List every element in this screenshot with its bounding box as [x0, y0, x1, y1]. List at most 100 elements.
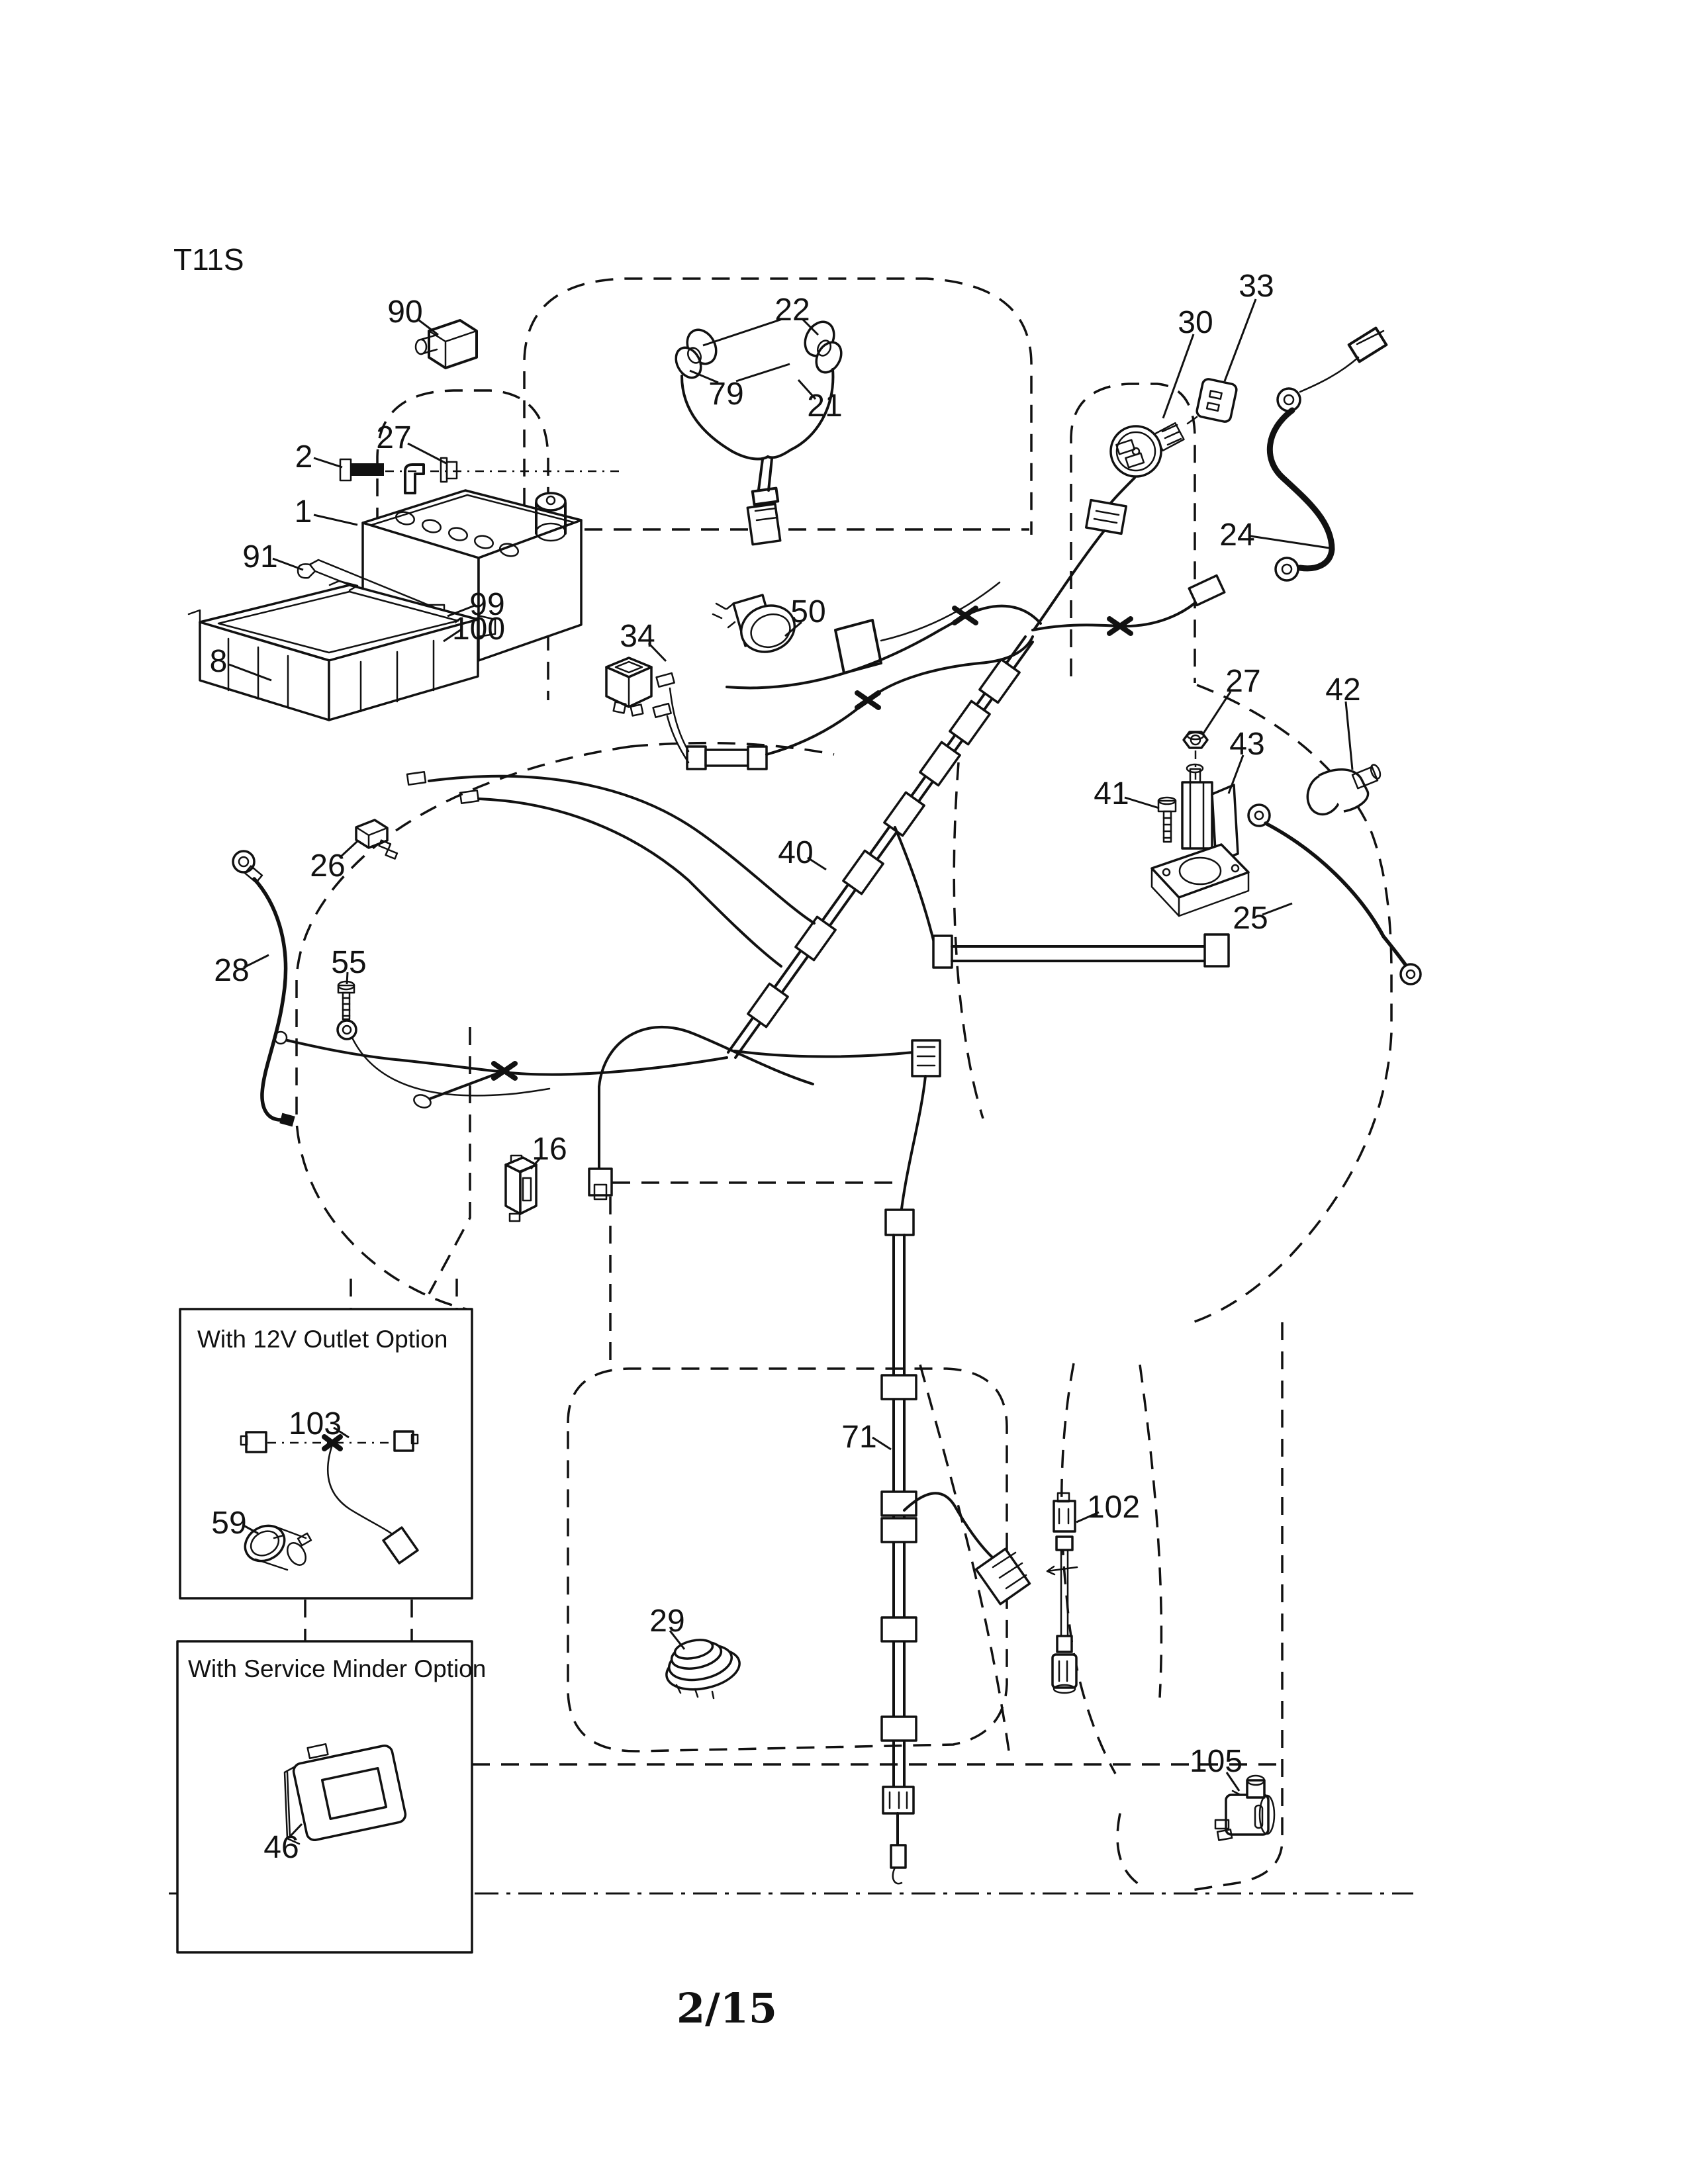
- page-number: 2/15: [677, 1984, 777, 2032]
- service-minder-46-drawing: [283, 1743, 407, 1845]
- relay-90-drawing: [414, 319, 478, 369]
- leader-line-24-6: [1250, 535, 1330, 549]
- dash-panel-outline: [1070, 383, 1196, 683]
- headlight-harness-drawing: [675, 320, 843, 546]
- callout-103-26: 103: [289, 1406, 342, 1441]
- callout-100-12: 100: [452, 612, 505, 647]
- fender-outline-right: [1192, 684, 1393, 1324]
- leader-line-71-29: [872, 1436, 892, 1451]
- leader-line-59-27: [243, 1524, 259, 1535]
- battery-nut-27-drawing: [440, 457, 458, 483]
- terminal-boot-42-drawing: [1306, 764, 1382, 816]
- machine-outlines: [169, 277, 1413, 1895]
- callout-24-6: 24: [1219, 518, 1254, 553]
- leader-line-40-21: [807, 856, 827, 871]
- callout-41-19: 41: [1094, 776, 1129, 811]
- callout-42-17: 42: [1325, 672, 1360, 707]
- callout-8-13: 8: [210, 644, 228, 679]
- callout-105-32: 105: [1190, 1744, 1243, 1779]
- callout-21-3: 21: [807, 388, 842, 424]
- leader-line-41-19: [1124, 796, 1160, 809]
- ground-cable-28-drawing: [232, 850, 295, 1127]
- splice-marks: [322, 606, 1133, 1451]
- callout-50-15: 50: [790, 594, 825, 629]
- callout-28-23: 28: [214, 953, 249, 988]
- connector-dashes-1: [304, 1279, 458, 1641]
- callout-2-7: 2: [295, 439, 313, 475]
- leader-line-46-31: [288, 1823, 303, 1839]
- callout-30-5: 30: [1178, 305, 1213, 340]
- fuse-26-drawing: [355, 819, 399, 860]
- callout-59-27: 59: [211, 1506, 246, 1541]
- leader-line-22-1: [801, 318, 820, 336]
- switch-34-drawing: [605, 657, 653, 717]
- leader-line-34-14: [647, 642, 667, 662]
- chassis-vertical-16: [428, 1027, 471, 1295]
- leader-line-27-8: [407, 442, 447, 465]
- callout-26-20: 26: [310, 848, 345, 884]
- leader-line-103-26: [333, 1426, 350, 1439]
- callout-27-16: 27: [1225, 664, 1260, 699]
- callout-55-24: 55: [331, 945, 366, 980]
- frame-outline-center: [953, 762, 984, 1119]
- leader-line-16-25: [530, 1158, 541, 1169]
- solenoid-43-drawing: [1150, 763, 1250, 917]
- outlet-harness-103-drawing: [240, 1430, 419, 1565]
- leader-line-29-28: [669, 1630, 686, 1650]
- leader-line-26-20: [338, 840, 359, 859]
- outlet-socket-59-drawing: [244, 1524, 312, 1571]
- callout-22-1: 22: [774, 293, 810, 328]
- leader-line-8-13: [228, 663, 272, 682]
- option-box-12v-title: With 12V Outlet Option: [197, 1326, 447, 1353]
- leader-line-22-1: [702, 318, 783, 347]
- callout-29-28: 29: [649, 1604, 684, 1639]
- starter-cable-25-drawing: [1247, 803, 1422, 985]
- leader-line-79-2: [735, 363, 790, 383]
- chassis-outline-left: [295, 745, 631, 1310]
- leader-line-43-18: [1227, 754, 1244, 794]
- callout-102-30: 102: [1087, 1490, 1140, 1525]
- frame-rail-dash-2: [1060, 1363, 1117, 1774]
- fuel-shutoff-105-drawing: [1214, 1774, 1276, 1841]
- battery-bracket-drawing: [404, 463, 425, 494]
- harness-71-drawing: [880, 1075, 1031, 1885]
- callout-40-21: 40: [778, 835, 813, 870]
- bolt-41-drawing: [1157, 796, 1177, 843]
- leader-line-102-30: [1076, 1511, 1100, 1524]
- callout-43-18: 43: [1229, 727, 1264, 762]
- fuel-cap-29-drawing: [665, 1639, 741, 1700]
- hood-outline: [523, 277, 1033, 535]
- leader-line-2-7: [313, 457, 343, 469]
- frame-rail-dash-3: [1139, 1364, 1163, 1698]
- seat-outline: [567, 1367, 1008, 1752]
- module-33-drawing: [1186, 378, 1238, 425]
- option-box-service-minder-title: With Service Minder Option: [188, 1655, 486, 1682]
- interlock-switch-16-drawing: [504, 1154, 538, 1222]
- leader-line-100-12: [443, 628, 462, 643]
- callout-99-11: 99: [469, 587, 504, 622]
- leader-line-27-16: [1202, 691, 1232, 734]
- leader-line-28-23: [243, 954, 269, 969]
- screw-55-drawing: [336, 980, 551, 1097]
- diagram-title: T11S: [173, 242, 244, 277]
- bottom-right-outline-2: [1116, 1813, 1145, 1889]
- callout-46-31: 46: [263, 1830, 299, 1865]
- decal-plate-drawing: [834, 581, 1001, 674]
- inline-fuse-holder-drawing: [652, 635, 1034, 770]
- callout-27-8: 27: [376, 420, 411, 455]
- ground-cable-24-drawing: [1266, 326, 1388, 582]
- battery-box-8-drawing: [187, 580, 496, 721]
- main-harness-40-drawing: [273, 477, 1230, 1201]
- leader-line-79-2: [689, 369, 719, 384]
- callout-79-2: 79: [708, 377, 743, 412]
- leader-line-99-11: [447, 604, 475, 617]
- chassis-outline-top: [630, 741, 835, 756]
- ignition-switch-30-drawing: [1109, 422, 1185, 478]
- leader-line-42-17: [1344, 701, 1354, 770]
- callout-71-29: 71: [841, 1420, 876, 1455]
- leader-line-1-9: [313, 514, 358, 526]
- leader-line-21-3: [797, 379, 817, 400]
